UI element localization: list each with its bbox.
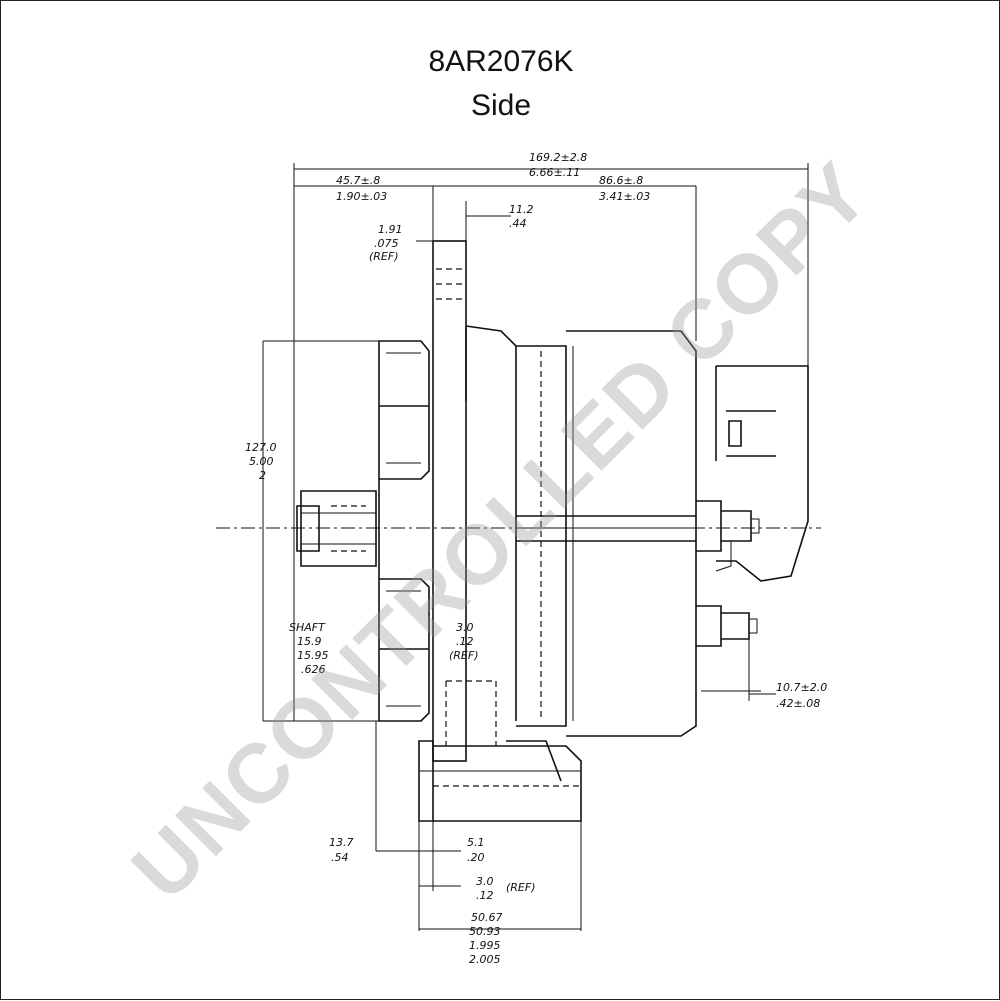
dim-bot3-bottom: .12 bbox=[476, 889, 494, 902]
dim-term-top: 10.7±2.0 bbox=[776, 681, 827, 694]
pulley-fan bbox=[296, 340, 430, 722]
dim-shaft-c: .626 bbox=[301, 663, 326, 676]
dim-left-bottom: 1.90±.03 bbox=[336, 190, 387, 203]
dim-ref2-top: 3.0 bbox=[456, 621, 474, 634]
dim-ref1-note: (REF) bbox=[369, 250, 399, 263]
stator-body bbox=[516, 330, 697, 737]
dim-height-bottom: 5.00 bbox=[249, 455, 274, 468]
dim-shaft-b: 15.95 bbox=[297, 649, 329, 662]
dim-left-top: 45.7±.8 bbox=[336, 174, 380, 187]
dimension-labels: 169.2±2.8 6.66±.11 45.7±.8 1.90±.03 86.6… bbox=[245, 151, 827, 966]
dim-bot4-b: 50.93 bbox=[469, 925, 501, 938]
dim-shaft-label: SHAFT bbox=[289, 621, 326, 634]
dimension-lines bbox=[262, 163, 809, 931]
dim-overall-top: 169.2±2.8 bbox=[529, 151, 587, 164]
dim-bot3-top: 3.0 bbox=[476, 875, 494, 888]
dim-term-bottom: .42±.08 bbox=[776, 697, 820, 710]
dim-right-bottom: 3.41±.03 bbox=[599, 190, 650, 203]
dim-height-note: 2 bbox=[259, 469, 266, 482]
dim-bot4-a: 50.67 bbox=[471, 911, 503, 924]
dim-lug-bottom: .44 bbox=[509, 217, 527, 230]
dim-bot3-note: (REF) bbox=[506, 881, 536, 894]
dim-bot2-bottom: .20 bbox=[467, 851, 485, 864]
dim-bot4-c: 1.995 bbox=[469, 939, 501, 952]
dim-ref2-bottom: .12 bbox=[456, 635, 474, 648]
view-title: Side bbox=[470, 89, 532, 122]
dim-ref2-note: (REF) bbox=[449, 649, 479, 662]
dim-right-top: 86.6±.8 bbox=[599, 174, 643, 187]
dim-ref1-top: 1.91 bbox=[378, 223, 403, 236]
dim-height-top: 127.0 bbox=[245, 441, 277, 454]
front-housing bbox=[418, 240, 582, 822]
dim-bot1-top: 13.7 bbox=[329, 836, 354, 849]
dim-bot2-top: 5.1 bbox=[467, 836, 485, 849]
dim-overall-bottom: 6.66±.11 bbox=[529, 166, 580, 179]
dim-lug-top: 11.2 bbox=[509, 203, 534, 216]
dim-bot4-d: 2.005 bbox=[469, 953, 501, 966]
dim-shaft-a: 15.9 bbox=[297, 635, 322, 648]
part-number-title: 8AR2076K bbox=[428, 45, 574, 78]
dim-bot1-bottom: .54 bbox=[331, 851, 349, 864]
rear-regulator bbox=[696, 365, 809, 647]
dim-ref1-bottom: .075 bbox=[374, 237, 399, 250]
